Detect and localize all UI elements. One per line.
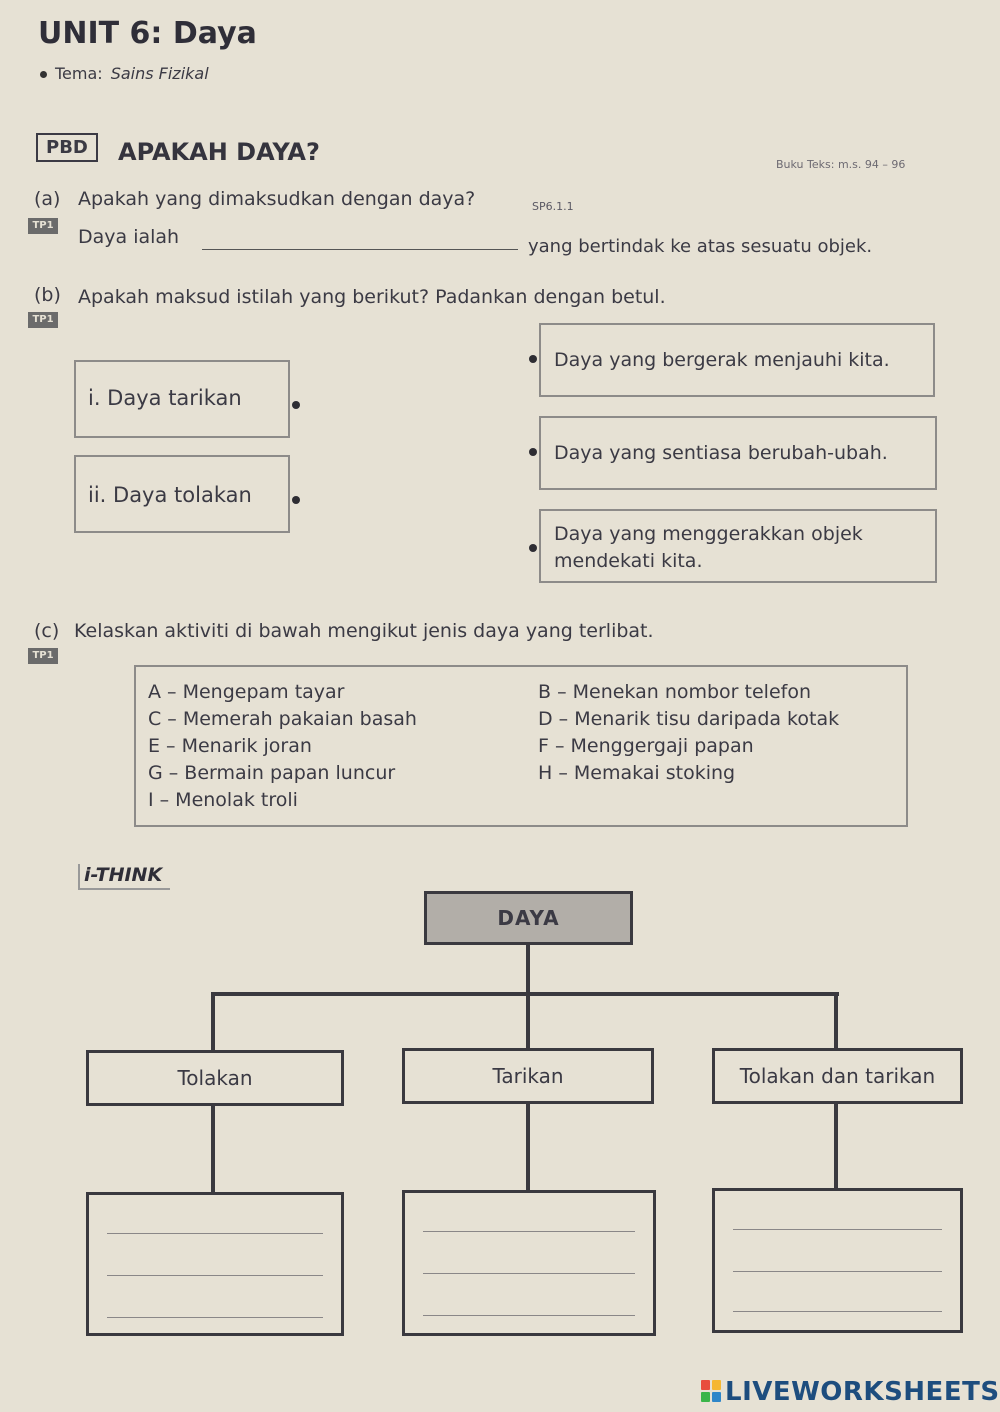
branch-node-pull: Tarikan (402, 1048, 654, 1104)
question-b-text: Apakah maksud istilah yang berikut? Pada… (78, 286, 666, 308)
branch-node-both: Tolakan dan tarikan (712, 1048, 963, 1104)
definition-label-2: Daya yang sentiasa berubah-ubah. (554, 442, 888, 464)
definition-label-1: Daya yang bergerak menjauhi kita. (554, 349, 890, 371)
tp-badge-c: TP1 (28, 648, 58, 664)
definition-box-3: Daya yang menggerakkan objek mendekati k… (539, 509, 937, 583)
activity-item: C – Memerah pakaian basah (148, 708, 417, 730)
activity-item: D – Menarik tisu daripada kotak (538, 708, 840, 730)
answer-box-both[interactable] (712, 1188, 963, 1333)
answer-line[interactable] (733, 1229, 942, 1230)
term-label-push: ii. Daya tolakan (88, 483, 252, 507)
branch-node-push: Tolakan (86, 1050, 344, 1106)
match-dot-term-pull[interactable] (292, 401, 300, 409)
question-b-marker: (b) (34, 284, 61, 306)
question-a-marker: (a) (34, 188, 61, 210)
answer-line[interactable] (423, 1273, 635, 1274)
unit-title: UNIT 6: Daya (38, 16, 257, 51)
question-c-marker: (c) (34, 620, 60, 642)
answer-box-pull[interactable] (402, 1190, 656, 1336)
answer-line[interactable] (107, 1233, 323, 1234)
answer-box-push[interactable] (86, 1192, 344, 1336)
tp-badge-b: TP1 (28, 312, 58, 328)
ithink-label: i-THINK (78, 864, 171, 890)
theme-label: Tema: (55, 64, 103, 83)
definition-box-1: Daya yang bergerak menjauhi kita. (539, 323, 935, 397)
activity-item: A – Mengepam tayar (148, 681, 345, 703)
activity-item: E – Menarik joran (148, 735, 312, 757)
answer-line[interactable] (733, 1271, 942, 1272)
match-dot-definition-1[interactable] (529, 355, 537, 363)
tp-badge-a: TP1 (28, 218, 58, 234)
connector-root-vertical (526, 945, 530, 995)
question-a-prefix: Daya ialah (78, 226, 180, 248)
match-dot-definition-2[interactable] (529, 448, 537, 456)
match-dot-term-push[interactable] (292, 496, 300, 504)
activities-left-column: A – Mengepam tayar C – Memerah pakaian b… (148, 679, 417, 814)
match-dot-definition-3[interactable] (529, 544, 537, 552)
theme-value: Sains Fizikal (110, 64, 209, 83)
answer-line[interactable] (423, 1315, 635, 1316)
question-a-text: Apakah yang dimaksudkan dengan daya? (78, 188, 476, 210)
activity-item: H – Memakai stoking (538, 762, 736, 784)
definition-label-3: Daya yang menggerakkan objek mendekati k… (554, 523, 863, 572)
brand-text: LIVEWORKSHEETS (725, 1377, 1000, 1407)
definition-box-2: Daya yang sentiasa berubah-ubah. (539, 416, 937, 490)
activities-right-column: B – Menekan nombor telefon D – Menarik t… (538, 679, 839, 787)
activity-item: F – Menggergaji papan (538, 735, 754, 757)
liveworksheets-logo-icon (701, 1380, 721, 1402)
connector-leaf-3 (834, 1104, 838, 1188)
theme-line: Tema: Sains Fizikal (40, 64, 209, 83)
term-label-pull: i. Daya tarikan (88, 386, 242, 410)
connector-branch-2 (526, 992, 530, 1050)
activity-item: B – Menekan nombor telefon (538, 681, 811, 703)
term-box-push: ii. Daya tolakan (74, 455, 290, 533)
connector-horizontal (211, 992, 839, 996)
answer-line[interactable] (107, 1275, 323, 1276)
activities-box: A – Mengepam tayar C – Memerah pakaian b… (134, 665, 908, 827)
activity-item: G – Bermain papan luncur (148, 762, 396, 784)
activity-item: I – Menolak troli (148, 789, 298, 811)
bullet-icon (40, 71, 47, 78)
connector-leaf-1 (211, 1106, 215, 1192)
pbd-tag: PBD (36, 133, 98, 162)
connector-branch-1 (211, 992, 215, 1050)
connector-branch-3 (834, 992, 838, 1050)
answer-line[interactable] (733, 1311, 942, 1312)
question-a-suffix: yang bertindak ke atas sesuatu objek. (528, 236, 873, 257)
diagram-root-node: DAYA (424, 891, 633, 945)
section-title: APAKAH DAYA? (118, 138, 320, 166)
textbook-reference: Buku Teks: m.s. 94 – 96 (776, 158, 906, 171)
question-a-code: SP6.1.1 (532, 200, 574, 213)
term-box-pull: i. Daya tarikan (74, 360, 290, 438)
question-c-text: Kelaskan aktiviti di bawah mengikut jeni… (74, 620, 654, 642)
liveworksheets-brand[interactable]: LIVEWORKSHEETS (700, 1377, 1000, 1407)
answer-line[interactable] (423, 1231, 635, 1232)
answer-line[interactable] (107, 1317, 323, 1318)
answer-blank-a[interactable] (202, 249, 518, 250)
connector-leaf-2 (526, 1104, 530, 1190)
